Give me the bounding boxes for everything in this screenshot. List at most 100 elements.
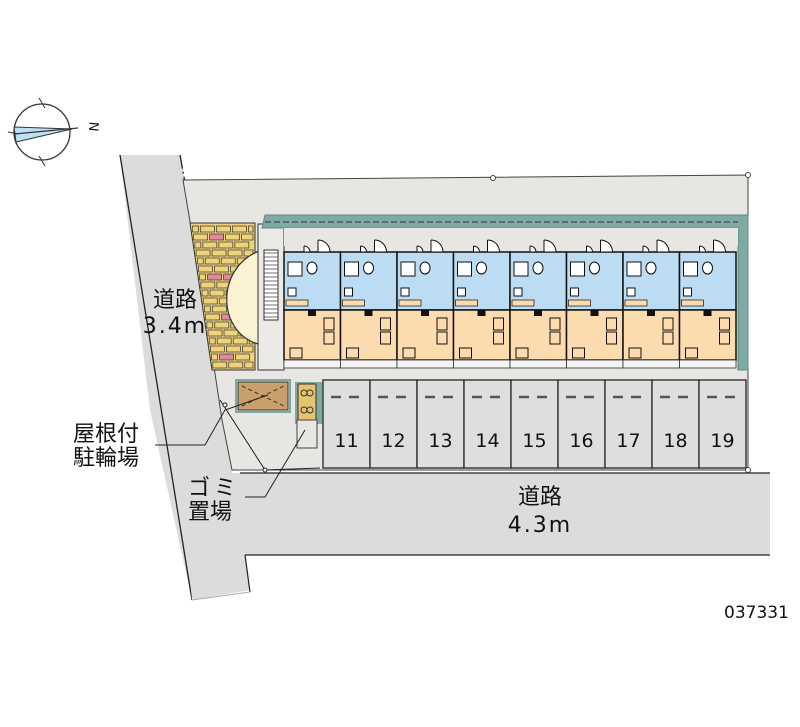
brick xyxy=(219,353,234,361)
south-road-name: 道路 xyxy=(517,485,562,510)
brick xyxy=(210,345,225,353)
brick xyxy=(244,361,254,369)
south-road xyxy=(180,473,770,600)
brick xyxy=(209,233,224,241)
brick xyxy=(206,321,214,329)
brick xyxy=(202,297,218,305)
south-road-label: 道路 4.3m xyxy=(490,487,590,537)
road-edge xyxy=(244,554,251,593)
property-id: 037331 xyxy=(724,603,789,623)
garbage-area xyxy=(295,382,323,449)
bicycle-parking-label: 屋根付 駐輪場 xyxy=(73,424,139,470)
parking-stalls: 11 12 13 14 15 16 17 18 19 xyxy=(322,379,747,469)
brick xyxy=(214,321,230,329)
brick xyxy=(228,361,244,369)
brick xyxy=(225,233,240,241)
apartment-unit xyxy=(622,239,681,369)
parking-stall-number: 17 xyxy=(616,430,640,452)
parking-stall: 16 xyxy=(557,379,606,469)
west-road-width: 3.4m xyxy=(142,314,208,339)
bicycle-parking-line1: 屋根付 xyxy=(73,422,140,447)
brick xyxy=(200,225,215,233)
apartment-unit xyxy=(678,239,737,369)
bicycle-parking-line2: 駐輪場 xyxy=(73,446,140,471)
parking-stall: 14 xyxy=(463,379,512,469)
parking-stall: 17 xyxy=(604,379,653,469)
garbage-area-label: ゴミ 置場 xyxy=(188,478,240,524)
brick xyxy=(211,353,218,361)
parking-stall-number: 19 xyxy=(710,430,734,452)
apartment-unit xyxy=(396,239,455,369)
west-road-name: 道路 xyxy=(152,288,197,313)
apartment-unit xyxy=(339,239,398,369)
apartment-units xyxy=(283,239,737,369)
brick xyxy=(196,257,204,265)
garbage-area-line2: 置場 xyxy=(188,500,233,525)
apartment-unit xyxy=(283,239,342,369)
parking-stall-number: 14 xyxy=(475,430,499,452)
road-edge xyxy=(119,154,193,601)
brick xyxy=(223,329,239,337)
parking-stall-number: 13 xyxy=(428,430,452,452)
brick xyxy=(204,305,211,313)
brick xyxy=(198,265,213,273)
brick xyxy=(200,281,216,289)
brick xyxy=(226,345,241,353)
parking-stall: 12 xyxy=(369,379,418,469)
road-edge xyxy=(191,591,251,601)
brick xyxy=(192,225,199,233)
brick xyxy=(248,225,254,233)
apartment-unit xyxy=(565,239,624,369)
brick xyxy=(195,249,211,257)
brick xyxy=(232,337,248,345)
apartment-unit xyxy=(452,239,511,369)
covered-bicycle-parking xyxy=(235,379,291,413)
staircase xyxy=(257,223,285,371)
parking-stall-number: 18 xyxy=(663,430,687,452)
parking-stall-number: 16 xyxy=(569,430,593,452)
roof-eave xyxy=(261,214,749,371)
parking-stall-number: 12 xyxy=(381,430,405,452)
parking-stall: 15 xyxy=(510,379,559,469)
parking-stall: 13 xyxy=(416,379,465,469)
brick xyxy=(220,257,236,265)
parking-stall-number: 11 xyxy=(334,430,358,452)
brick xyxy=(216,225,231,233)
boundary-marker xyxy=(490,175,496,181)
brick xyxy=(242,345,254,353)
brick xyxy=(204,257,220,265)
apartment-unit xyxy=(509,239,568,369)
brick xyxy=(208,337,216,345)
parking-stall: 19 xyxy=(698,379,747,469)
boundary-marker xyxy=(745,467,751,473)
brick xyxy=(202,241,218,249)
brick xyxy=(194,241,202,249)
brick xyxy=(241,233,254,241)
brick xyxy=(199,273,206,281)
brick xyxy=(207,329,223,337)
brick xyxy=(209,289,225,297)
garbage-leader-line xyxy=(245,429,306,498)
garbage-area-line1: ゴミ xyxy=(188,476,241,501)
brick xyxy=(232,225,247,233)
boundary-marker xyxy=(745,172,751,178)
bicycle-leader-line xyxy=(155,394,269,446)
compass-north-label: N xyxy=(84,120,101,133)
brick xyxy=(214,265,229,273)
brick xyxy=(234,241,250,249)
brick xyxy=(218,241,234,249)
north-arrow-icon xyxy=(7,97,79,167)
parking-stall: 18 xyxy=(651,379,700,469)
stone-paving xyxy=(226,249,263,346)
brick xyxy=(205,313,220,321)
west-road-label: 道路 3.4m xyxy=(140,290,210,338)
brick xyxy=(211,249,227,257)
brick xyxy=(207,273,222,281)
brick xyxy=(193,233,208,241)
brick xyxy=(227,249,243,257)
brick xyxy=(216,337,232,345)
brick xyxy=(235,353,250,361)
parking-stall: 11 xyxy=(322,379,371,469)
south-road-width: 4.3m xyxy=(507,513,573,538)
